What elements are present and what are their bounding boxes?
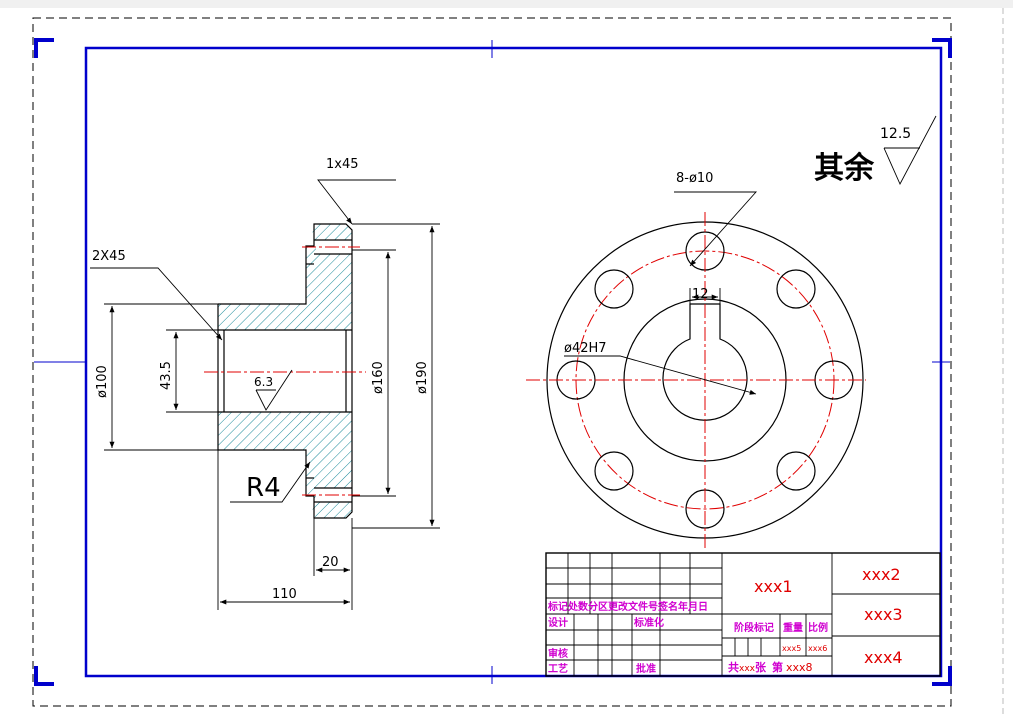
section-view: 1x45 2X45 ø100 43.5 6.3 ø160 ø190 R4 20 …: [90, 157, 440, 610]
roughness-note-value: 12.5: [880, 126, 911, 142]
title-block: 标记处数分区更改文件号签名年月日 设计 标准化 审核 工艺 批准 阶段标记 重量…: [545, 552, 941, 677]
tb-standardization: 标准化: [633, 616, 664, 629]
dim-bore-42h7: ø42H7: [564, 341, 607, 356]
general-roughness-note: 其余 12.5: [814, 115, 937, 186]
corner-marks: [34, 38, 952, 686]
dim-110: 110: [272, 587, 297, 602]
tb-header-row: 标记处数分区更改文件号签名年月日: [547, 600, 708, 613]
dim-43-5: 43.5: [159, 361, 174, 390]
dim-r4: R4: [246, 473, 281, 503]
tb-sheet-total-label: 共: [728, 660, 739, 674]
centering-marks: [34, 40, 950, 684]
dim-dia-190: ø190: [415, 361, 430, 394]
tb-process: 工艺: [548, 662, 568, 675]
tb-field-2: xxx2: [862, 565, 901, 584]
tb-field-5: xxx5: [782, 644, 801, 653]
leader-2x45: [90, 267, 223, 341]
tb-sheet-current-label: 第: [772, 660, 783, 674]
dim-2x45: 2X45: [92, 249, 126, 264]
tb-sheet-total-value: xxx: [739, 664, 756, 674]
roughness-note-text: 其余: [814, 151, 875, 186]
roughness-symbol-6-3: [255, 369, 293, 411]
tb-review: 审核: [548, 647, 568, 660]
bore-keyway: [662, 303, 748, 421]
dim-dia-100: ø100: [95, 365, 110, 398]
tb-approve: 批准: [636, 662, 656, 675]
front-view: 8-ø10 12 ø42H7: [526, 171, 866, 548]
leader-bore: [564, 355, 757, 395]
tb-design: 设计: [548, 616, 568, 629]
leader-8-holes: [674, 191, 758, 267]
dim-dia-160: ø160: [371, 361, 386, 394]
tb-weight: 重量: [783, 621, 803, 634]
tb-sheet-unit: 张: [755, 660, 767, 674]
tb-field-3: xxx3: [864, 605, 903, 624]
section-hatch-top: [218, 224, 352, 330]
tb-field-1: xxx1: [754, 577, 793, 596]
tb-field-4: xxx4: [864, 648, 903, 667]
window-top-strip: [0, 0, 1013, 8]
tb-sheet-current-value: xxx8: [786, 661, 813, 674]
section-hatch-bottom: [218, 412, 352, 518]
dim-roughness-6-3: 6.3: [254, 375, 273, 389]
dim-keyway-12: 12: [692, 287, 709, 302]
leader-1x45: [317, 179, 396, 225]
dim-1x45: 1x45: [326, 157, 359, 172]
tb-field-6: xxx6: [808, 644, 827, 653]
leader-r4: [230, 461, 311, 503]
drawing-frame: [84, 46, 943, 678]
tb-stage-mark: 阶段标记: [734, 621, 774, 634]
tb-scale: 比例: [808, 621, 828, 634]
roughness-note-symbol: [883, 115, 937, 186]
dim-8-holes: 8-ø10: [676, 171, 713, 186]
dim-20: 20: [322, 555, 339, 570]
sheet-outer-border: [32, 17, 952, 707]
